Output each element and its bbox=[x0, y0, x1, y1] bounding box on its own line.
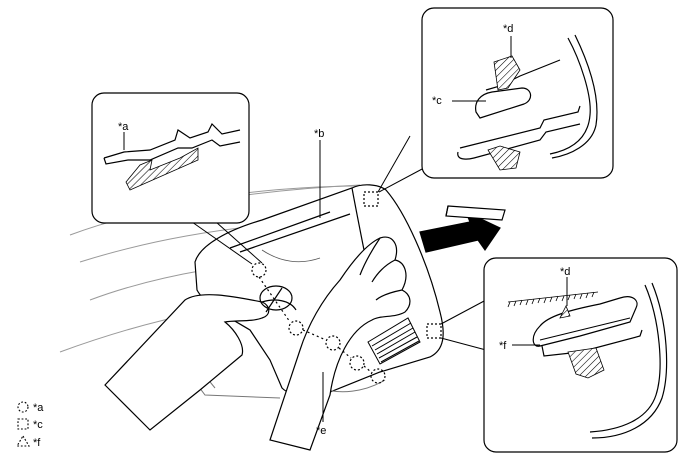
legend-label-c: *c bbox=[33, 419, 43, 431]
clip-a-marker-5 bbox=[370, 368, 386, 384]
clip-a-marker-3 bbox=[325, 335, 341, 351]
legend-dotted-circle-icon bbox=[17, 401, 29, 413]
detail-box-a bbox=[91, 92, 250, 224]
clip-a-marker-1 bbox=[251, 262, 267, 278]
callout-d-top-label: *d bbox=[503, 23, 513, 35]
leader-lines bbox=[191, 135, 487, 422]
clip-a-marker-2 bbox=[288, 320, 304, 336]
legend-label-f: *f bbox=[33, 437, 41, 449]
callout-d-bottom-label: *d bbox=[560, 266, 570, 278]
clip-a-marker-4 bbox=[349, 355, 365, 371]
callout-b-label: *b bbox=[314, 128, 324, 140]
legend-label-a: *a bbox=[33, 402, 44, 414]
callout-f-label: *f bbox=[499, 340, 507, 352]
clip-c-marker bbox=[363, 191, 379, 207]
left-hand bbox=[104, 294, 297, 431]
detail-box-f bbox=[483, 257, 678, 453]
legend-dotted-square-icon bbox=[17, 418, 29, 430]
vent-grille bbox=[367, 317, 421, 365]
marker-dotted-path bbox=[258, 276, 372, 373]
wrist-band bbox=[259, 285, 293, 313]
direction-arrow bbox=[419, 205, 506, 253]
clip-f-marker bbox=[426, 323, 442, 339]
detail-box-c bbox=[421, 7, 614, 179]
clip-markers bbox=[251, 191, 442, 384]
legend-dotted-triangle-icon bbox=[16, 434, 30, 447]
callout-a-label: *a bbox=[118, 121, 129, 133]
callout-c-label: *c bbox=[432, 95, 442, 107]
callout-e-label: *e bbox=[316, 425, 326, 437]
legend: *a *c *f bbox=[16, 401, 44, 449]
